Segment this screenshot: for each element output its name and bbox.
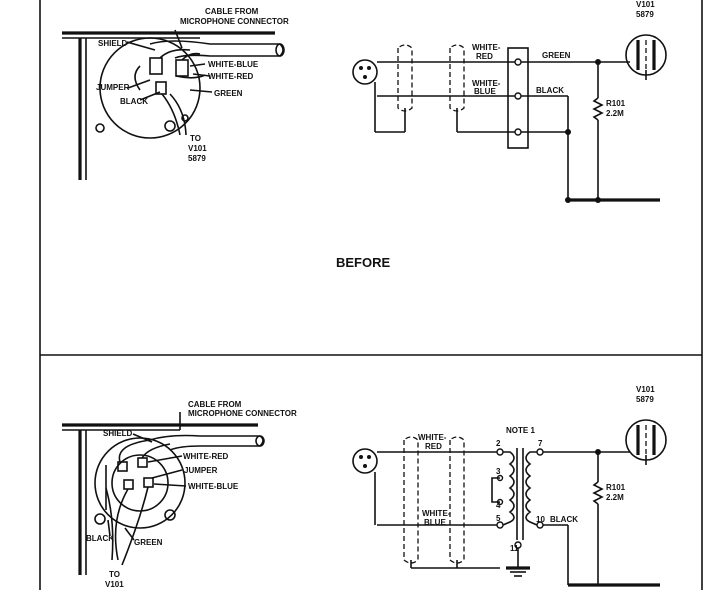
- before-caption: BEFORE: [336, 255, 391, 270]
- after-jumper-label: JUMPER: [184, 466, 218, 475]
- before-sch-tube-type: 5879: [636, 10, 654, 19]
- before-shield-label: SHIELD: [98, 39, 128, 48]
- before-jumper-label: JUMPER: [96, 83, 130, 92]
- after-sch-white-blue-2: BLUE: [424, 518, 446, 527]
- after-sch-resistor: R101: [606, 483, 626, 492]
- before-wiring-sketch: CABLE FROM MICROPHONE CONNECTOR SHIELD W…: [62, 7, 289, 180]
- before-resistor-icon: [592, 97, 604, 121]
- after-sch-note: NOTE 1: [506, 426, 535, 435]
- before-sch-white-red-1: WHITE-: [472, 43, 501, 52]
- after-sch-resistor-value: 2.2M: [606, 493, 624, 502]
- before-sch-white-blue-2: BLUE: [474, 87, 496, 96]
- after-white-blue-label: WHITE-BLUE: [188, 482, 239, 491]
- after-sch-white-red-2: RED: [425, 442, 442, 451]
- after-green-label: GREEN: [134, 538, 163, 547]
- after-sch-pin4: 4: [496, 501, 501, 510]
- before-white-red-label: WHITE-RED: [208, 72, 254, 81]
- after-sch-pin2: 2: [496, 439, 501, 448]
- before-sch-white-blue-1: WHITE-: [472, 79, 501, 88]
- before-tube-type-label: 5879: [188, 154, 206, 163]
- after-mic-connector-icon: [352, 448, 378, 474]
- after-sch-white-blue-1: WHITE-: [422, 509, 451, 518]
- before-green-label: GREEN: [214, 89, 243, 98]
- before-sch-black: BLACK: [536, 86, 564, 95]
- after-sch-pin10: 10: [536, 515, 545, 524]
- after-to-label: TO: [109, 570, 120, 579]
- after-white-red-label: WHITE-RED: [183, 452, 229, 461]
- after-black-label: BLACK: [86, 534, 114, 543]
- before-sch-resistor-value: 2.2M: [606, 109, 624, 118]
- after-schematic: WHITE- RED WHITE- BLUE NOTE 1 2 7 3 4 5 …: [352, 385, 667, 587]
- before-black-label: BLACK: [120, 97, 148, 106]
- after-wiring-sketch: CABLE FROM MICROPHONE CONNECTOR SHIELD W…: [62, 400, 297, 589]
- before-tube-label: V101: [188, 144, 207, 153]
- before-schematic: WHITE- RED WHITE- BLUE GREEN BLACK R101 …: [352, 0, 667, 203]
- after-sch-pin11: 11: [510, 544, 519, 553]
- after-sch-pin5: 5: [496, 514, 501, 523]
- before-cable-label: CABLE FROM: [205, 7, 259, 16]
- before-to-label: TO: [190, 134, 201, 143]
- before-sch-white-red-2: RED: [476, 52, 493, 61]
- before-white-blue-label: WHITE-BLUE: [208, 60, 259, 69]
- after-sch-tube: V101: [636, 385, 655, 394]
- after-tube-label: V101: [105, 580, 124, 589]
- before-sch-green: GREEN: [542, 51, 571, 60]
- before-sch-resistor: R101: [606, 99, 626, 108]
- after-cable-label-2: MICROPHONE CONNECTOR: [188, 409, 297, 418]
- after-sch-white-red-1: WHITE-: [418, 433, 447, 442]
- after-sch-pin3: 3: [496, 467, 501, 476]
- before-terminal-strip: [507, 47, 529, 149]
- after-sch-black: BLACK: [550, 515, 578, 524]
- after-sch-pin7: 7: [538, 439, 543, 448]
- after-cable-label: CABLE FROM: [188, 400, 242, 409]
- after-sch-tube-type: 5879: [636, 395, 654, 404]
- before-mic-connector-icon: [352, 59, 378, 85]
- after-transformer-icon: [491, 448, 544, 577]
- page-frame: [39, 0, 703, 590]
- before-cable-label-2: MICROPHONE CONNECTOR: [180, 17, 289, 26]
- after-shield-label: SHIELD: [103, 429, 133, 438]
- before-sch-tube: V101: [636, 0, 655, 9]
- after-resistor-icon: [592, 481, 604, 505]
